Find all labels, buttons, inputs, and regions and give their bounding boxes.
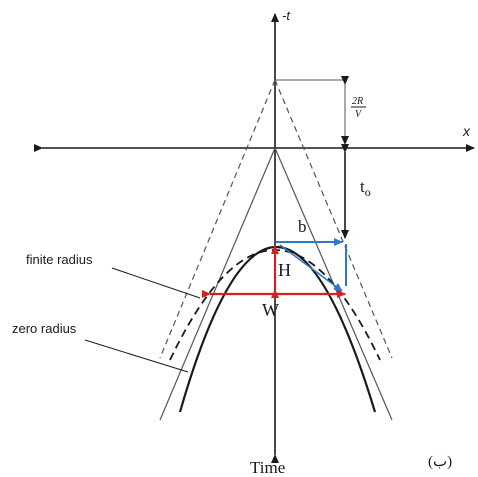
b-label: b [298, 217, 307, 236]
blue-diagonal-arrow [279, 244, 343, 292]
vertical-axis-label: -t [282, 8, 291, 23]
panel-mark: (ب) [428, 454, 452, 470]
zero-radius-label: zero radius [12, 321, 77, 336]
dashed-cone-left [159, 79, 276, 359]
zero-radius-pointer [84, 339, 189, 373]
dashed-cone-right [274, 79, 393, 359]
bottom-axis-label: Time [250, 458, 285, 477]
w-label: W [262, 300, 279, 320]
t0-label: to [360, 177, 371, 199]
horizontal-axis-label: x [462, 123, 471, 139]
two-r-numerator: 2R [352, 96, 363, 107]
finite-radius-pointer [111, 267, 201, 299]
two-r-denominator: V [355, 109, 363, 120]
h-label: H [278, 260, 291, 280]
solid-cone-left [159, 147, 276, 421]
finite-radius-label: finite radius [26, 252, 93, 267]
